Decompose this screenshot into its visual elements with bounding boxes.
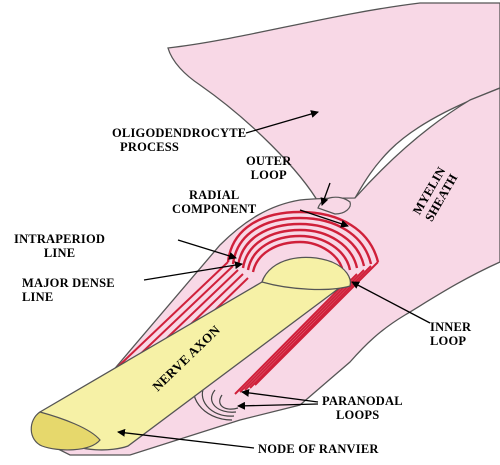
label-radial-line2: COMPONENT [172, 202, 256, 216]
label-oligodendrocyte: OLIGODENDROCYTE PROCESS [112, 126, 246, 154]
label-node-of-ranvier: NODE OF RANVIER [258, 442, 379, 456]
label-inner-line2: LOOP [430, 334, 471, 348]
label-radial-line1: RADIAL [172, 188, 256, 202]
label-major-line2: LINE [22, 290, 115, 304]
label-major-line1: MAJOR DENSE [22, 276, 115, 290]
label-major-dense-line: MAJOR DENSE LINE [22, 276, 115, 304]
label-paranodal-line2: LOOPS [322, 408, 403, 422]
label-paranodal-loops: PARANODAL LOOPS [322, 394, 403, 422]
label-outer-loop-line2: LOOP [246, 168, 291, 182]
label-inner-loop: INNER LOOP [430, 320, 471, 348]
label-inner-line1: INNER [430, 320, 471, 334]
label-intra-line2: LINE [14, 246, 105, 260]
label-outer-loop-line1: OUTER [246, 154, 291, 168]
label-paranodal-line1: PARANODAL [322, 394, 403, 408]
label-outer-loop: OUTER LOOP [246, 154, 291, 182]
label-radial-component: RADIAL COMPONENT [172, 188, 256, 216]
label-intra-line1: INTRAPERIOD [14, 232, 105, 246]
label-intraperiod-line: INTRAPERIOD LINE [14, 232, 105, 260]
label-oligodendrocyte-line1: OLIGODENDROCYTE [112, 126, 246, 140]
label-oligodendrocyte-line2: PROCESS [112, 140, 246, 154]
